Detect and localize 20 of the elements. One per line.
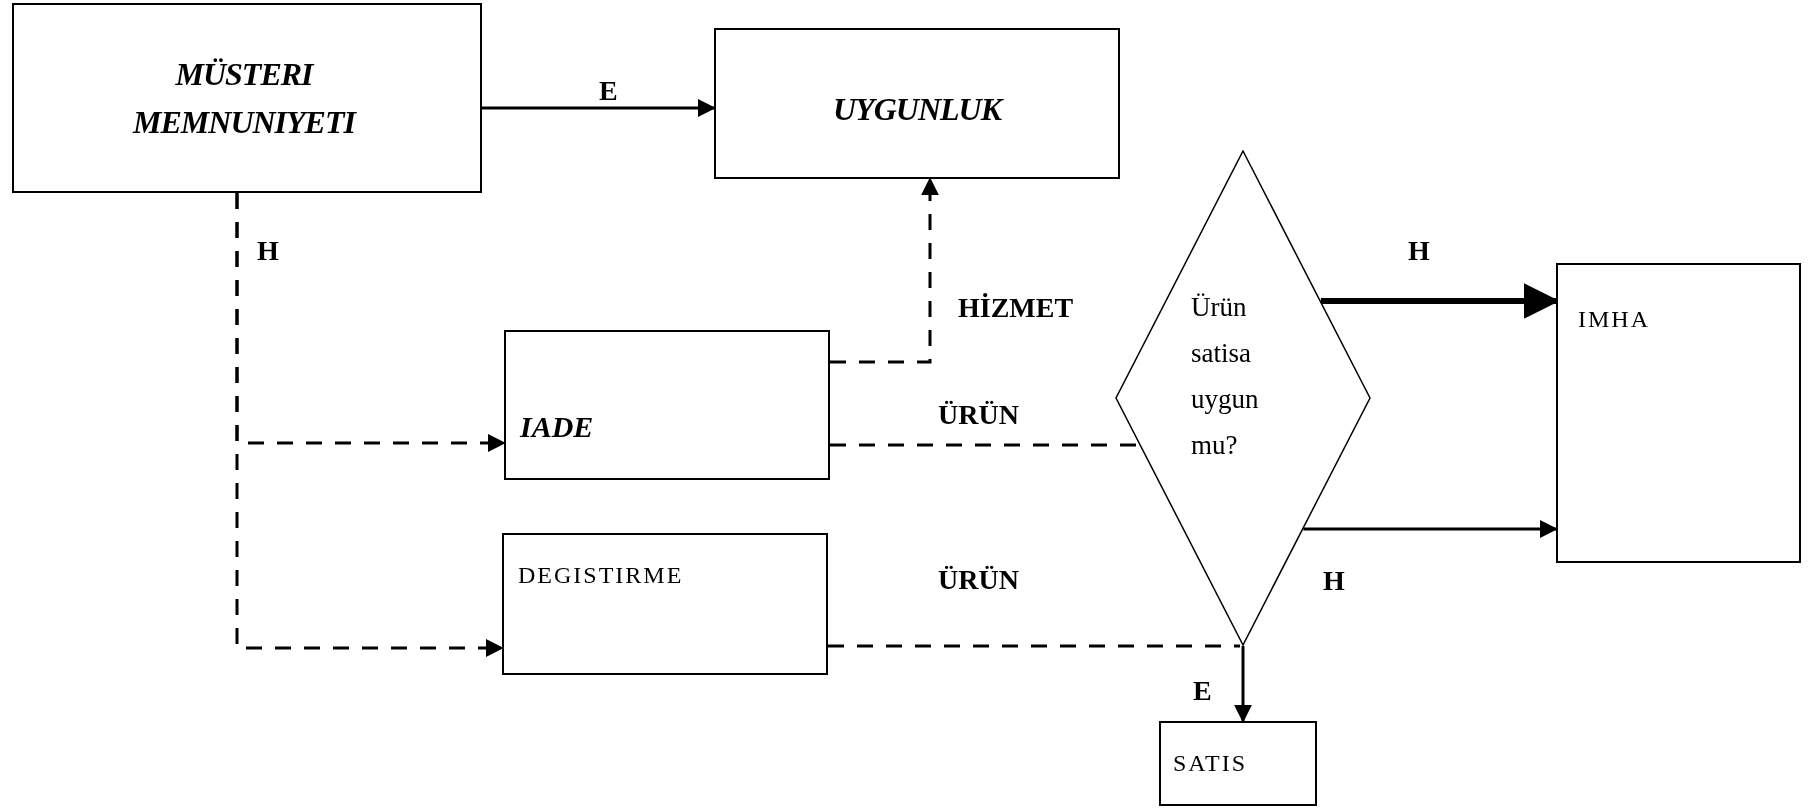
process-box — [1159, 721, 1317, 806]
arrow — [482, 99, 716, 117]
box-text: IMHA — [1578, 305, 1650, 333]
box-text: UYGUNLUK — [716, 85, 1118, 133]
process-box — [1556, 263, 1801, 563]
decision-text: Ürün satisa uygun mu? — [1191, 291, 1260, 462]
arrow — [1303, 520, 1558, 538]
process-box — [714, 28, 1120, 179]
box-text: MÜSTERI MEMNUNIYETI — [131, 55, 358, 142]
box-text: SATIS — [1173, 749, 1248, 777]
decision-diamond — [1115, 150, 1371, 646]
arrow — [235, 193, 504, 657]
box-text: IADE — [520, 410, 594, 444]
process-box — [12, 3, 482, 193]
connector-line — [828, 644, 1240, 648]
arrow — [830, 177, 939, 364]
process-box — [504, 330, 830, 480]
process-box — [502, 533, 828, 675]
box-text: DEGISTIRME — [518, 561, 684, 589]
arrow — [1234, 646, 1252, 723]
